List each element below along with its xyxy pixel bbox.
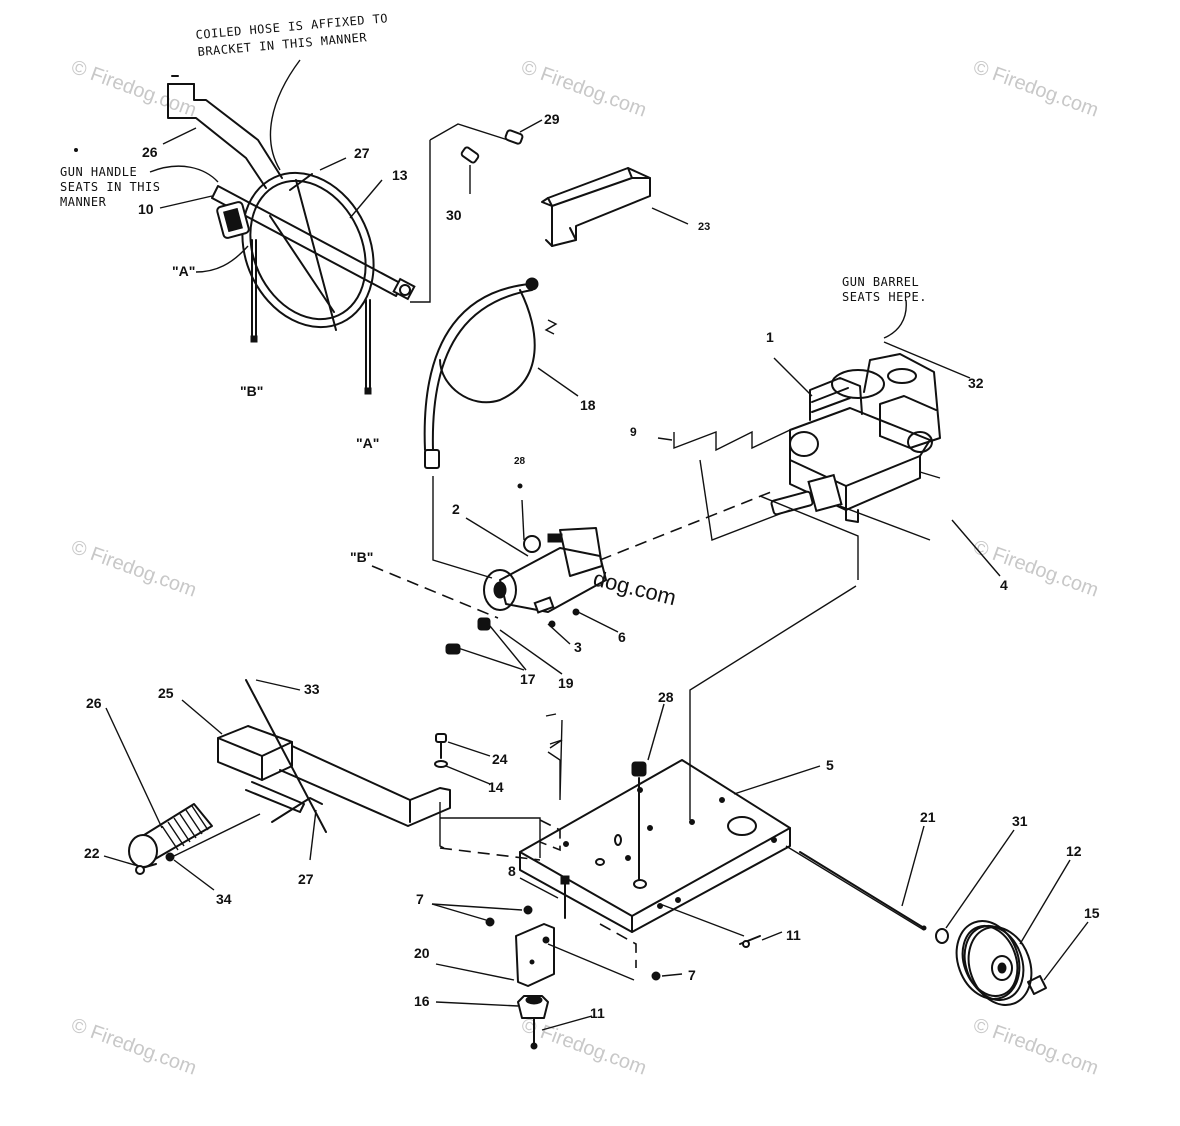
callout-7: 7	[688, 967, 696, 983]
hose-18	[423, 277, 558, 469]
bolt-28	[631, 761, 647, 881]
callout-25: 25	[158, 685, 174, 701]
bolt-24	[434, 733, 448, 768]
bracket-23	[541, 167, 651, 247]
callout-26: 26	[86, 695, 102, 711]
leader-lines	[103, 119, 1089, 1031]
grip-26	[128, 803, 213, 868]
plug-30	[460, 146, 480, 164]
callout-34: 34	[216, 891, 232, 907]
callout-22: 22	[84, 845, 100, 861]
notes: COILED HOSE IS AFFIXED TO BRACKET IN THI…	[60, 11, 927, 339]
callout-31: 31	[1012, 813, 1028, 829]
callout-2: 2	[452, 501, 460, 517]
gun-barrel-note: SEATS HEPE.	[842, 290, 927, 304]
connector-b-label: "B"	[350, 549, 373, 565]
callout-1: 1	[766, 329, 774, 345]
callout-27: 27	[354, 145, 370, 161]
gun-handle-note: GUN HANDLE	[60, 165, 137, 179]
watermark: © Firedog.com	[970, 1014, 1101, 1080]
callout-18: 18	[580, 397, 596, 413]
callout-13: 13	[392, 167, 408, 183]
spray-gun-assembly	[167, 75, 416, 395]
bracket-outline	[410, 123, 509, 303]
explode-lines	[371, 428, 859, 820]
callout-33: 33	[304, 681, 320, 697]
callout-24: 24	[492, 751, 508, 767]
callout-14: 14	[488, 779, 504, 795]
connector-b-label: "B"	[240, 383, 263, 399]
callouts: 26 27 13 10 29 30 23 1 32 18 9 4 28 2 3 …	[84, 111, 1100, 1021]
callout-9: 9	[630, 425, 637, 439]
callout-4: 4	[1000, 577, 1008, 593]
callout-3: 3	[574, 639, 582, 655]
gun-barrel-note: GUN BARREL	[842, 275, 919, 289]
engine-1	[770, 353, 941, 541]
handle-frame-25	[217, 679, 541, 861]
callout-16: 16	[414, 993, 430, 1009]
foot-16	[517, 995, 549, 1050]
callout-11: 11	[590, 1005, 605, 1021]
callout-11: 11	[786, 927, 801, 943]
watermark: © Firedog.com	[970, 56, 1101, 122]
callout-12: 12	[1066, 843, 1082, 859]
callout-28: 28	[658, 689, 674, 705]
bolt-29	[504, 129, 524, 145]
callout-26: 26	[142, 144, 158, 160]
callout-8: 8	[508, 863, 516, 879]
watermark: © Firedog.com	[518, 56, 649, 122]
connector-a-label: "A"	[356, 435, 379, 451]
watermark: © Firedog.com	[518, 1014, 649, 1080]
watermark: © Firedog.com	[68, 536, 199, 602]
gun-handle-note: SEATS IN THIS	[60, 180, 160, 194]
watermark: © Firedog.com	[68, 1014, 199, 1080]
watermark: © Firedog.com	[970, 536, 1101, 602]
callout-23: 23	[698, 221, 710, 233]
callout-21: 21	[920, 809, 936, 825]
callout-10: 10	[138, 201, 154, 217]
callout-17: 17	[520, 671, 536, 687]
callout-28: 28	[514, 456, 526, 467]
leg-bracket-20	[515, 923, 635, 987]
axle-21	[785, 845, 927, 931]
callout-27: 27	[298, 871, 314, 887]
callout-15: 15	[1084, 905, 1100, 921]
watermark: © Firedog.com	[68, 56, 199, 122]
callout-29: 29	[544, 111, 560, 127]
gun-handle-note: MANNER	[60, 195, 107, 209]
callout-7: 7	[416, 891, 424, 907]
wheel-12	[935, 920, 1047, 1006]
callout-32: 32	[968, 375, 984, 391]
callout-6: 6	[618, 629, 626, 645]
callout-20: 20	[414, 945, 430, 961]
connector-a-label: "A"	[172, 263, 195, 279]
screw-22	[135, 813, 261, 875]
callout-5: 5	[826, 757, 834, 773]
connector-labels: "A" "B" "A" "B"	[172, 263, 379, 565]
pump-2	[445, 483, 607, 655]
callout-19: 19	[558, 675, 574, 691]
callout-30: 30	[446, 207, 462, 223]
fasteners	[485, 875, 761, 981]
